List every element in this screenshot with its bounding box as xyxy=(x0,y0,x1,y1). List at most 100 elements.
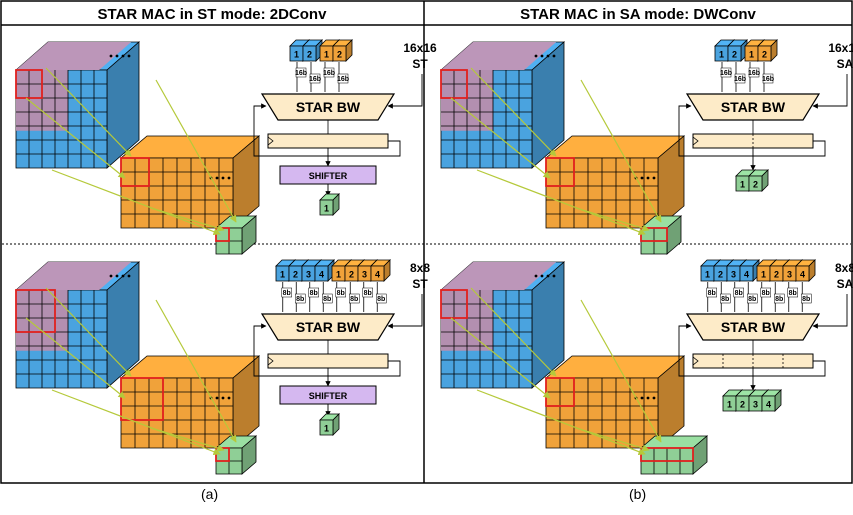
p1-r1-input-a-cube-label: 2 xyxy=(718,270,723,280)
p1-r0-map-arrow xyxy=(470,67,557,157)
p0-r1-mode-name: ST xyxy=(412,277,428,291)
p0-r1-input-a-cube-front xyxy=(314,265,329,282)
p0-r0-input-dots xyxy=(115,54,119,58)
p1-r0-output-cube-label: 1 xyxy=(740,180,745,190)
p0-r1-bit-label: 8b xyxy=(310,290,318,297)
p1-r0-bit-label: 16b xyxy=(734,76,746,83)
p1-r0-input-dots xyxy=(552,54,556,58)
p1-r1-output-cube-label: 4 xyxy=(766,400,771,410)
p0-r1-shifter-label: SHIFTER xyxy=(309,391,348,401)
p0-r0-bit-label: 16b xyxy=(295,70,307,77)
p1-r1-bit-tag xyxy=(760,287,771,298)
p1-r0-input-b-cube-front xyxy=(757,45,772,62)
p0-r1-output-cube-front xyxy=(319,419,334,436)
p0-r1-input-b-cube-label: 1 xyxy=(336,270,341,280)
p0-r1-bit-label: 8b xyxy=(377,296,385,303)
p0-r1-input-dots xyxy=(121,274,125,278)
p0-r1-star-bw-label: STAR BW xyxy=(296,319,361,335)
p0-r1-bit-label: 8b xyxy=(337,290,345,297)
p1-r0-star-bw-block xyxy=(685,93,821,121)
p1-r1-input-a-cube-label: 4 xyxy=(744,270,749,280)
p1-r1-input-dots xyxy=(552,274,556,278)
p0-r1-bit-tag xyxy=(281,287,292,298)
p0-r1-input-b-cube-front xyxy=(370,265,385,282)
p1-r1-bit-label: 8b xyxy=(789,290,797,297)
p0-r1-bit-label: 8b xyxy=(364,290,372,297)
p0-r1-input-window xyxy=(15,289,56,333)
p1-r0-weight-dots xyxy=(640,176,644,180)
p1-r0-map-arrow xyxy=(575,207,650,232)
p0-r1-input-dots xyxy=(115,274,119,278)
p1-r0-feedback-loop xyxy=(678,103,826,157)
p1-r0-bit-label: 16b xyxy=(762,76,774,83)
p1-r1-input-dots xyxy=(534,274,538,278)
p0-r0-input-window xyxy=(15,69,43,99)
p0-r1-map-arrow xyxy=(45,287,132,377)
p1-r1-weight-dots xyxy=(640,396,644,400)
p0-r1-input-a-cube-label: 3 xyxy=(306,270,311,280)
p1-r1-bit-label: 8b xyxy=(748,296,756,303)
p0-r1-mode-size: 8x8 xyxy=(410,261,430,275)
p0-r1-bit-tag xyxy=(295,293,306,304)
p0-r1-input-a-cube-label: 2 xyxy=(293,270,298,280)
p1-r0-bit-tag xyxy=(734,73,746,84)
p0-r1-bit-label: 8b xyxy=(323,296,331,303)
p1-r0-accumulator-register xyxy=(692,133,814,149)
p1-r0-output-cube-label: 2 xyxy=(753,180,758,190)
p0-r1-feedback-loop xyxy=(253,323,401,377)
p1-r0-bit-tag xyxy=(748,67,760,78)
p0-r0-map-arrow xyxy=(155,79,237,223)
p1-r1-bit-label: 8b xyxy=(721,296,729,303)
p1-r1-bit-tag xyxy=(747,293,758,304)
p0-r0-input-b-cube-front xyxy=(332,45,347,62)
p0-r1-weight-window xyxy=(120,377,164,421)
p0-r0-map-arrow xyxy=(51,169,221,236)
p1-r0-input-b-cube-label: 2 xyxy=(762,50,767,60)
p1-r1-bit-tag xyxy=(787,287,798,298)
p0-r1-map-arrow xyxy=(150,427,225,452)
p0-r1-bit-tag xyxy=(335,287,346,298)
p1-r0-map-arrow xyxy=(450,97,551,179)
p0-r0-input-a-cube-label: 2 xyxy=(307,50,312,60)
p1-r1-bit-label: 8b xyxy=(735,290,743,297)
p1-r1-map-arrow xyxy=(450,317,551,399)
p1-r1-bit-tag xyxy=(801,293,812,304)
p1-r1-output-cube-label: 2 xyxy=(740,400,745,410)
p0-r0-accumulator-register xyxy=(267,133,389,149)
p1-r0-input-window xyxy=(440,69,468,99)
p0-r0-input-a-cube-label: 1 xyxy=(294,50,299,60)
p0-r0-input-dots xyxy=(127,54,131,58)
p1-r0-bit-tag xyxy=(762,73,774,84)
p1-r1-star-bw-block xyxy=(685,313,821,341)
p0-r1-bit-label: 8b xyxy=(283,290,291,297)
p0-r1-input-dots xyxy=(127,274,131,278)
p1-r0-weight-dots xyxy=(646,176,650,180)
p0-r0-input-dots xyxy=(109,54,113,58)
p1-r1-input-dots xyxy=(540,274,544,278)
diagram-canvas: STAR MAC in ST mode: 2DConv STAR MAC in … xyxy=(0,0,853,484)
p1-r1-bit-tag xyxy=(774,293,785,304)
p0-r0-star-bw-block xyxy=(260,93,396,121)
p1-r1-output-cube-label: 1 xyxy=(727,400,732,410)
p0-r0-bit-tag xyxy=(337,73,349,84)
p0-r1-input-tensor-purple-top xyxy=(16,262,132,290)
p1-r1-map-arrow xyxy=(476,389,646,456)
p0-r0-bit-label: 16b xyxy=(337,76,349,83)
p0-r0-mode-arrow xyxy=(387,74,423,109)
p1-r1-weight-dots xyxy=(652,396,656,400)
p0-r0-weight-dots xyxy=(227,176,231,180)
p0-r1-map-arrow xyxy=(51,389,221,456)
p0-r0-input-b-cube-label: 2 xyxy=(337,50,342,60)
p1-r1-input-tensor-purple-top xyxy=(441,262,557,290)
p1-r0-input-tensor-purple-top xyxy=(441,42,557,70)
p1-r1-star-bw-label: STAR BW xyxy=(721,319,786,335)
p1-r0-clock-mark xyxy=(692,136,699,146)
p0-r0-bit-tag xyxy=(295,67,307,78)
figure-frame xyxy=(0,0,853,484)
p1-r1-mode-arrow xyxy=(812,294,848,329)
p0-r0-map-arrow xyxy=(150,207,225,232)
